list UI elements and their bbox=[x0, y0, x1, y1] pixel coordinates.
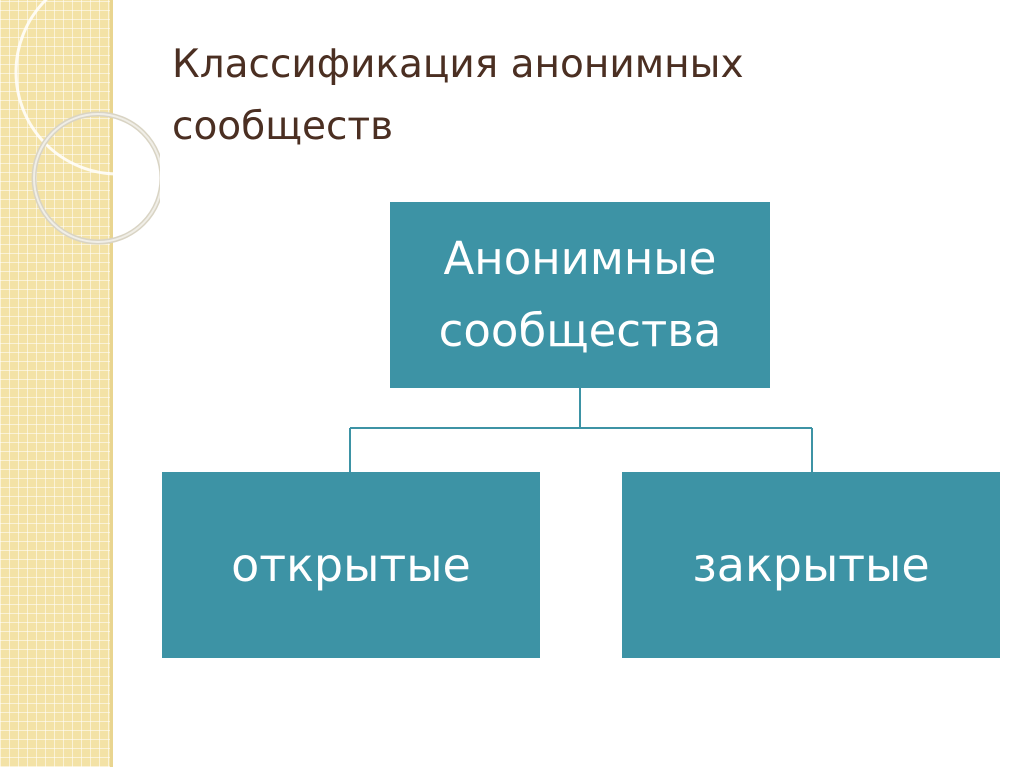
side-band-edge bbox=[110, 0, 113, 767]
root-node-label: Анонимные сообщества bbox=[438, 232, 722, 357]
decorative-ring-upper bbox=[14, 0, 160, 176]
child-node-closed: закрытые bbox=[622, 472, 1000, 658]
decorative-rings bbox=[14, 0, 160, 245]
slide-title: Классификация анонимных сообществ bbox=[172, 42, 744, 149]
child-node-closed-label: закрытые bbox=[692, 538, 930, 592]
child-node-open: открытые bbox=[162, 472, 540, 658]
root-node-anonymous-communities: Анонимные сообщества bbox=[390, 202, 770, 388]
child-node-open-label: открытые bbox=[231, 538, 471, 592]
decorative-ring-lower-highlight bbox=[33, 113, 160, 243]
